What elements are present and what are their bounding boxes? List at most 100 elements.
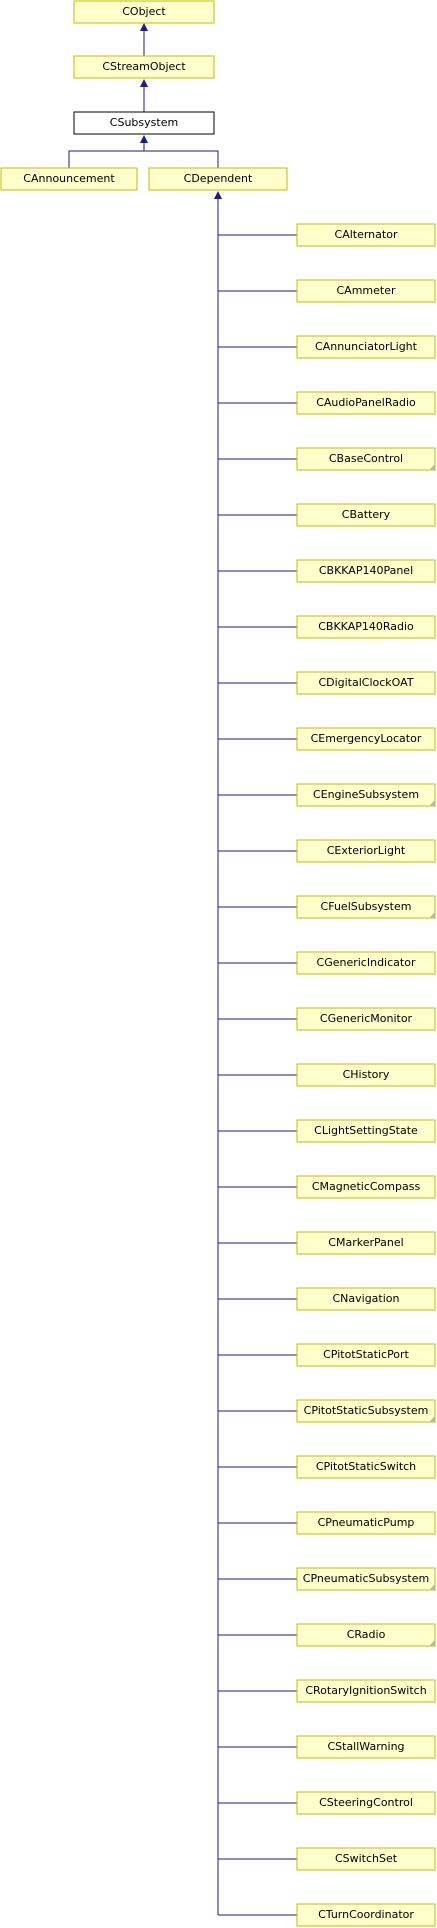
node-clightsettingstate-box — [296, 1119, 436, 1143]
node-cbasecontrol-box — [296, 447, 436, 471]
node-cmagneticcompass-label: CMagneticCompass — [312, 1180, 421, 1193]
node-cbattery[interactable]: CBattery — [296, 503, 436, 527]
node-calternator-label: CAlternator — [335, 228, 398, 241]
node-cgenericindicator-box — [296, 951, 436, 975]
node-chistory[interactable]: CHistory — [296, 1063, 436, 1087]
node-cannouncement-box — [0, 167, 138, 191]
arrowhead-cstreamobject — [140, 79, 148, 87]
node-cstallwarning[interactable]: CStallWarning — [296, 1735, 436, 1759]
node-cgenericindicator-label: CGenericIndicator — [317, 956, 416, 969]
node-cfuelsubsystem-label: CFuelSubsystem — [321, 900, 412, 913]
node-cdependent[interactable]: CDependent — [148, 167, 288, 191]
node-cnavigation-label: CNavigation — [332, 1292, 399, 1305]
node-cbattery-box — [296, 503, 436, 527]
node-cammeter[interactable]: CAmmeter — [296, 279, 436, 303]
node-cswitchset-box — [296, 1847, 436, 1871]
node-cpneumaticsubsystem-box — [296, 1567, 436, 1591]
node-cannunciatorlight-label: CAnnunciatorLight — [315, 340, 418, 353]
node-cpneumaticsubsystem[interactable]: CPneumaticSubsystem — [296, 1567, 436, 1591]
node-chistory-box — [296, 1063, 436, 1087]
node-crotaryignitionswitch[interactable]: CRotaryIgnitionSwitch — [296, 1679, 436, 1703]
node-crotaryignitionswitch-box — [296, 1679, 436, 1703]
truncated-marker — [429, 800, 435, 806]
node-cnavigation-box — [296, 1287, 436, 1311]
node-cturncoordinator-box — [296, 1903, 436, 1927]
node-cdigitalclockoat[interactable]: CDigitalClockOAT — [296, 671, 436, 695]
node-cnavigation[interactable]: CNavigation — [296, 1287, 436, 1311]
node-cexteriorlight-label: CExteriorLight — [327, 844, 406, 857]
node-cannouncement-label: CAnnouncement — [23, 172, 115, 185]
node-cbkkap140radio[interactable]: CBKKAP140Radio — [296, 615, 436, 639]
node-cemergencylocator-label: CEmergencyLocator — [311, 732, 422, 745]
node-cradio-box — [296, 1623, 436, 1647]
node-cpitotstaticswitch[interactable]: CPitotStaticSwitch — [296, 1455, 436, 1479]
node-cbkkap140panel[interactable]: CBKKAP140Panel — [296, 559, 436, 583]
node-cexteriorlight[interactable]: CExteriorLight — [296, 839, 436, 863]
node-cdigitalclockoat-box — [296, 671, 436, 695]
node-cenginesubsystem-box — [296, 783, 436, 807]
node-cswitchset-label: CSwitchSet — [335, 1852, 398, 1865]
node-csteeringcontrol-box — [296, 1791, 436, 1815]
node-cswitchset[interactable]: CSwitchSet — [296, 1847, 436, 1871]
node-cmagneticcompass-box — [296, 1175, 436, 1199]
node-cpitotstaticswitch-label: CPitotStaticSwitch — [316, 1460, 416, 1473]
truncated-marker — [429, 1416, 435, 1422]
node-csteeringcontrol-label: CSteeringControl — [319, 1796, 413, 1809]
node-cpitotstaticport-box — [296, 1343, 436, 1367]
node-cbkkap140panel-label: CBKKAP140Panel — [319, 564, 413, 577]
node-cstallwarning-label: CStallWarning — [327, 1740, 404, 1753]
node-cgenericindicator[interactable]: CGenericIndicator — [296, 951, 436, 975]
inheritance-edges — [68, 23, 297, 1916]
node-cbasecontrol[interactable]: CBaseControl — [296, 447, 436, 471]
node-cpitotstaticport-label: CPitotStaticPort — [323, 1348, 409, 1361]
node-cturncoordinator[interactable]: CTurnCoordinator — [296, 1903, 436, 1927]
node-cemergencylocator[interactable]: CEmergencyLocator — [296, 727, 436, 751]
node-cbkkap140radio-label: CBKKAP140Radio — [318, 620, 414, 633]
node-cfuelsubsystem[interactable]: CFuelSubsystem — [296, 895, 436, 919]
node-cgenericmonitor[interactable]: CGenericMonitor — [296, 1007, 436, 1031]
top-level-nodes: CObject CStreamObject CSubsystem CAnnoun… — [0, 0, 288, 191]
node-clightsettingstate[interactable]: CLightSettingState — [296, 1119, 436, 1143]
node-cexteriorlight-box — [296, 839, 436, 863]
node-cmarkerpanel[interactable]: CMarkerPanel — [296, 1231, 436, 1255]
edge-cdependent-csubsystem — [144, 150, 219, 168]
arrowhead-csubsystem — [140, 135, 148, 143]
node-cdigitalclockoat-label: CDigitalClockOAT — [318, 676, 413, 689]
node-csubsystem: CSubsystem — [73, 111, 215, 135]
node-cradio[interactable]: CRadio — [296, 1623, 436, 1647]
node-cbasecontrol-label: CBaseControl — [329, 452, 403, 465]
node-cannouncement[interactable]: CAnnouncement — [0, 167, 138, 191]
node-cobject-box — [73, 0, 215, 24]
node-cmagneticcompass[interactable]: CMagneticCompass — [296, 1175, 436, 1199]
edge-cannouncement-csubsystem — [68, 150, 144, 168]
node-cpitotstaticsubsystem-label: CPitotStaticSubsystem — [304, 1404, 429, 1417]
node-calternator[interactable]: CAlternator — [296, 223, 436, 247]
node-csteeringcontrol[interactable]: CSteeringControl — [296, 1791, 436, 1815]
truncated-marker — [429, 1584, 435, 1590]
node-cstreamobject[interactable]: CStreamObject — [73, 55, 215, 79]
node-cobject[interactable]: CObject — [73, 0, 215, 24]
node-cfuelsubsystem-box — [296, 895, 436, 919]
node-cgenericmonitor-box — [296, 1007, 436, 1031]
node-caudiopanelradio-box — [296, 391, 436, 415]
node-cannunciatorlight-box — [296, 335, 436, 359]
node-chistory-label: CHistory — [343, 1068, 390, 1081]
node-caudiopanelradio[interactable]: CAudioPanelRadio — [296, 391, 436, 415]
node-cmarkerpanel-box — [296, 1231, 436, 1255]
node-csubsystem-label: CSubsystem — [110, 116, 178, 129]
node-cstreamobject-box — [73, 55, 215, 79]
truncated-marker — [429, 1640, 435, 1646]
node-cdependent-box — [148, 167, 288, 191]
arrowhead-cdependent — [214, 191, 222, 199]
node-cannunciatorlight[interactable]: CAnnunciatorLight — [296, 335, 436, 359]
node-cradio-label: CRadio — [347, 1628, 386, 1641]
node-cturncoordinator-label: CTurnCoordinator — [318, 1908, 414, 1921]
node-cammeter-box — [296, 279, 436, 303]
node-cpneumaticpump[interactable]: CPneumaticPump — [296, 1511, 436, 1535]
node-cenginesubsystem[interactable]: CEngineSubsystem — [296, 783, 436, 807]
node-cpitotstaticsubsystem[interactable]: CPitotStaticSubsystem — [296, 1399, 436, 1423]
node-cpitotstaticport[interactable]: CPitotStaticPort — [296, 1343, 436, 1367]
node-cpitotstaticswitch-box — [296, 1455, 436, 1479]
node-cstreamobject-label: CStreamObject — [102, 60, 186, 73]
